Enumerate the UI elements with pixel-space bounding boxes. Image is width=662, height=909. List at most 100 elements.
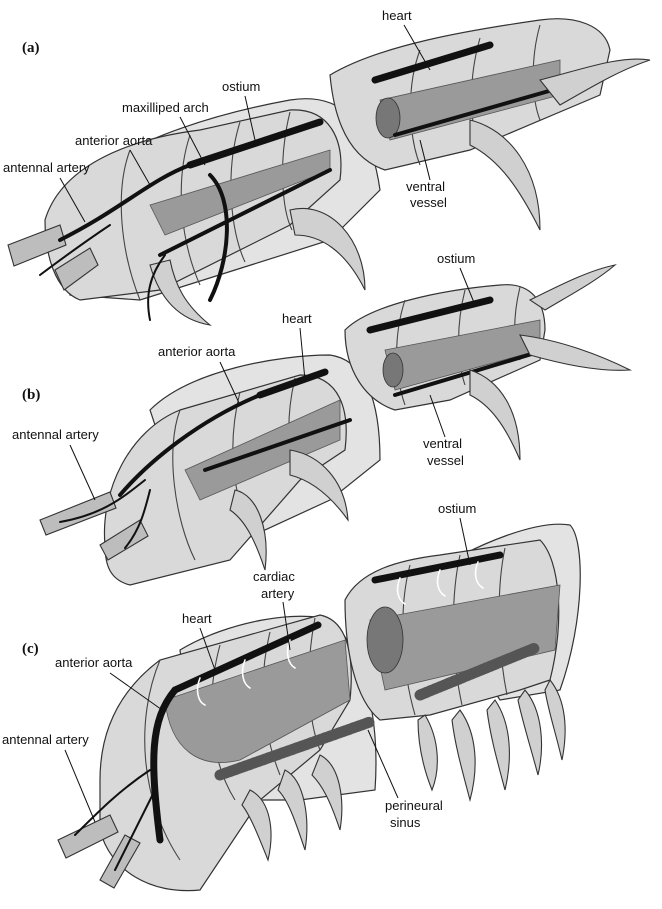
panel-c-segment-line bbox=[144, 659, 181, 861]
panel-c-leg bbox=[486, 699, 510, 791]
label-cardiac-artery-line1: cardiac bbox=[253, 569, 295, 584]
panel-a-leg-artery bbox=[147, 254, 166, 321]
panel-b-leg bbox=[229, 489, 267, 571]
panel-c: (c) bbox=[2, 501, 581, 892]
panel-c-antenna bbox=[57, 814, 119, 859]
leader-line bbox=[129, 149, 151, 186]
leader-line bbox=[403, 24, 431, 71]
leader-line bbox=[109, 672, 166, 713]
panel-b-heart bbox=[256, 368, 329, 399]
panel-b-uropod bbox=[528, 264, 617, 311]
panel-a: (a) bbox=[3, 8, 651, 326]
panel-b-leg bbox=[289, 449, 349, 522]
panel-c-ostium bbox=[436, 569, 446, 597]
leader-line bbox=[59, 177, 86, 223]
panel-a-heart bbox=[186, 118, 324, 169]
label-antennal-artery: antennal artery bbox=[3, 160, 90, 175]
label-anterior-aorta: anterior aorta bbox=[75, 133, 153, 148]
label-maxilliped-arch: maxilliped arch bbox=[122, 100, 209, 115]
panel-a-pleopod bbox=[469, 119, 541, 231]
panel-a-antenna bbox=[54, 247, 99, 291]
panel-c-posterior-body bbox=[344, 523, 581, 803]
label-antennal-artery: antennal artery bbox=[2, 732, 89, 747]
label-perineural-sinus-line2: sinus bbox=[390, 815, 421, 830]
label-ostium: ostium bbox=[222, 79, 260, 94]
panel-c-section-face bbox=[366, 606, 404, 674]
panel-a-antenna bbox=[7, 224, 67, 267]
panel-c-anterior-body bbox=[57, 614, 377, 892]
panel-b-antennal-artery bbox=[59, 479, 146, 523]
panel-b-labels: ostium heart anterior aorta antennal art… bbox=[12, 251, 476, 501]
leader-line bbox=[419, 139, 431, 181]
label-anterior-aorta: anterior aorta bbox=[55, 655, 133, 670]
panel-b-posterior-body bbox=[344, 264, 633, 461]
panel-b-antenna bbox=[39, 491, 117, 536]
leader-line bbox=[367, 729, 399, 799]
panel-a-maxilliped bbox=[149, 259, 212, 326]
label-ventral-vessel-line2: vessel bbox=[427, 453, 464, 468]
panel-c-labels: ostium cardiac artery heart anterior aor… bbox=[2, 501, 476, 830]
panel-a-anterior-body bbox=[7, 98, 381, 326]
label-heart: heart bbox=[182, 611, 212, 626]
label-ostium: ostium bbox=[438, 501, 476, 516]
panel-a-uropod bbox=[539, 58, 651, 106]
panel-a-segment-line bbox=[120, 149, 141, 301]
panel-c-antennal-artery-2 bbox=[114, 789, 156, 871]
panel-a-label: (a) bbox=[22, 40, 40, 56]
panel-c-leg bbox=[451, 709, 476, 803]
panel-a-ventral-vessel bbox=[158, 168, 332, 257]
panel-c-label: (c) bbox=[22, 641, 39, 657]
leader-line bbox=[69, 444, 96, 501]
panel-b: (b) bbox=[12, 251, 633, 586]
leader-line bbox=[244, 95, 256, 141]
panel-a-posterior-heart bbox=[371, 41, 494, 84]
panel-c-leg bbox=[417, 714, 438, 792]
leader-line bbox=[299, 327, 306, 381]
label-heart: heart bbox=[282, 311, 312, 326]
label-anterior-aorta: anterior aorta bbox=[158, 344, 236, 359]
label-antennal-artery: antennal artery bbox=[12, 427, 99, 442]
panel-a-antennal-artery bbox=[39, 224, 111, 276]
label-ostium: ostium bbox=[437, 251, 475, 266]
panel-c-ostium bbox=[396, 577, 406, 605]
leader-line bbox=[199, 627, 216, 671]
panel-b-antennal-artery-2 bbox=[124, 489, 151, 549]
label-perineural-sinus-line1: perineural bbox=[385, 798, 443, 813]
panel-c-ostium bbox=[196, 677, 206, 706]
panel-c-posterior-sinus bbox=[414, 642, 541, 701]
leader-line bbox=[429, 394, 446, 438]
label-ventral-vessel-line1: ventral bbox=[423, 436, 462, 451]
panel-a-anterior-aorta bbox=[58, 163, 192, 242]
panel-c-anterior-aorta bbox=[150, 686, 179, 844]
panel-c-leg bbox=[241, 789, 272, 862]
panel-b-label: (b) bbox=[22, 387, 40, 403]
panel-a-section-face bbox=[375, 97, 401, 139]
panel-b-posterior-heart bbox=[366, 296, 494, 334]
panel-b-section-face bbox=[382, 352, 404, 388]
panel-c-ostium bbox=[241, 659, 251, 689]
panel-c-perineural-sinus bbox=[214, 716, 376, 781]
panel-c-body-cavity bbox=[164, 639, 351, 763]
label-cardiac-artery-line2: artery bbox=[261, 586, 295, 601]
leader-line bbox=[282, 601, 291, 651]
panel-b-ventral-vessel bbox=[203, 418, 352, 472]
panel-a-labels: heart ostium maxilliped arch anterior ao… bbox=[3, 8, 447, 223]
panel-c-leg bbox=[544, 678, 566, 761]
panel-a-maxilliped-arch bbox=[208, 173, 229, 302]
panel-b-anterior-body bbox=[39, 354, 381, 586]
panel-c-leg bbox=[277, 769, 308, 851]
panel-c-posterior-heart bbox=[371, 551, 504, 584]
leader-line bbox=[459, 517, 471, 566]
panel-a-leg bbox=[289, 208, 366, 291]
panel-c-antennal-artery bbox=[74, 769, 151, 836]
panel-c-leg bbox=[311, 754, 343, 831]
panel-b-pleopod bbox=[469, 369, 521, 461]
label-ventral-vessel-line2: vessel bbox=[410, 195, 447, 210]
leader-line bbox=[179, 116, 206, 166]
panel-a-posterior-ventral-vessel bbox=[393, 83, 572, 137]
label-ventral-vessel-line1: ventral bbox=[406, 179, 445, 194]
leader-line bbox=[64, 749, 96, 823]
panel-a-posterior-body bbox=[329, 18, 651, 231]
